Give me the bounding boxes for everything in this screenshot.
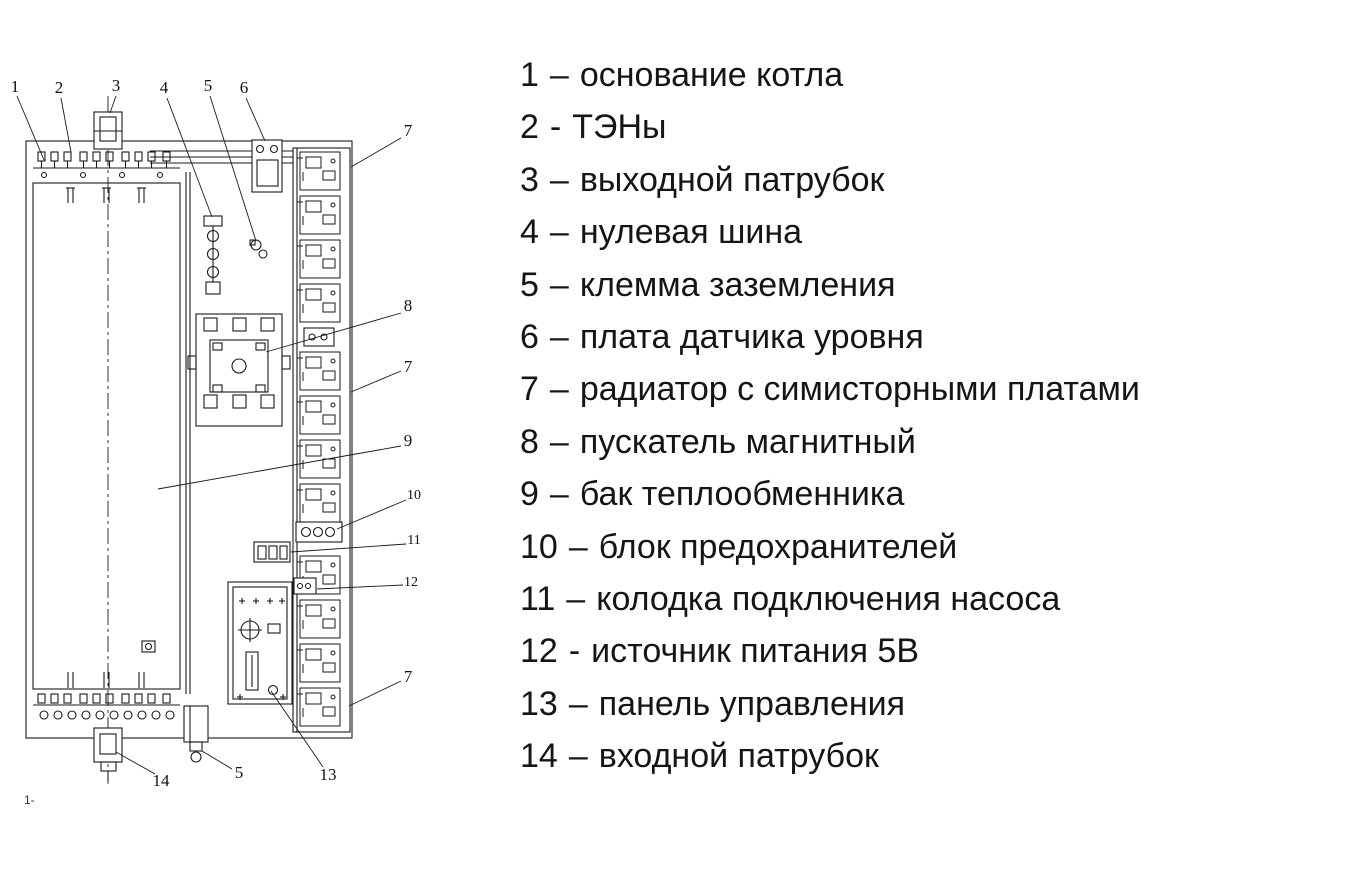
- legend-item-separator: –: [566, 580, 586, 619]
- legend-item-separator: –: [549, 213, 569, 252]
- legend-item-number: 12: [520, 632, 558, 671]
- callout-11: 11: [407, 533, 420, 548]
- legend-item-number: 11: [520, 580, 556, 619]
- callout-6: 6: [240, 78, 249, 97]
- callout-5: 5: [204, 76, 213, 95]
- callout-2: 2: [55, 78, 64, 97]
- magnetic-starter: [187, 313, 291, 427]
- ground-terminal-top: [249, 239, 268, 259]
- legend-item-number: 10: [520, 527, 558, 566]
- legend-item-separator: –: [549, 475, 569, 514]
- boiler-drawing-svg: 1 2 3 4 5 6 7 8 7 9 10 11 12 7 14 5 13: [11, 76, 421, 790]
- legend-item-separator: -: [568, 632, 581, 671]
- input-pipe: [93, 727, 123, 781]
- legend-item-number: 4: [520, 213, 539, 252]
- legend-item-separator: –: [568, 684, 588, 723]
- control-panel: [227, 581, 293, 705]
- legend-item-label: блок предохранителей: [598, 527, 958, 566]
- triac-radiator-column: [292, 147, 351, 733]
- legend-item-separator: –: [549, 265, 569, 304]
- boiler-drawing: 1 2 3 4 5 6 7 8 7 9 10 11 12 7 14 5 13: [0, 0, 470, 892]
- legend-item-number: 1: [520, 56, 539, 94]
- output-pipe: [93, 111, 123, 150]
- callout-14: 14: [153, 771, 171, 790]
- legend-item: 1–основание котла: [520, 49, 1140, 101]
- legend-item-label: входной патрубок: [598, 737, 879, 776]
- legend-item-label: бак теплообменника: [579, 475, 905, 514]
- legend-item: 4–нулевая шина: [520, 206, 1140, 258]
- page-footnote: 1-: [24, 793, 35, 807]
- legend-item: 14–входной патрубок: [520, 730, 1140, 782]
- callout-3: 3: [112, 76, 121, 95]
- fuse-block: [295, 521, 343, 543]
- legend-item-number: 3: [520, 160, 539, 199]
- legend-item: 9–бак теплообменника: [520, 468, 1140, 520]
- legend-item-label: панель управления: [598, 684, 906, 723]
- legend-item-label: выходной патрубок: [579, 160, 885, 199]
- legend-item-label: ТЭНы: [572, 108, 667, 147]
- callout-numbers: 1 2 3 4 5 6 7 8 7 9 10 11 12 7 14 5 13: [11, 76, 421, 790]
- legend-item-separator: –: [549, 56, 569, 94]
- legend-item-label: пускатель магнитный: [579, 422, 916, 461]
- level-sensor-board: [251, 139, 283, 193]
- legend-item-separator: –: [549, 370, 569, 409]
- legend-item: 7–радиатор с симисторными платами: [520, 363, 1140, 415]
- legend-item-label: основание котла: [579, 56, 844, 94]
- heating-elements-bottom: [33, 672, 180, 720]
- legend-item-label: нулевая шина: [579, 213, 803, 252]
- legend-item-number: 5: [520, 265, 539, 304]
- legend-item-number: 13: [520, 684, 558, 723]
- legend-item-separator: –: [549, 318, 569, 357]
- callout-7-bottom: 7: [404, 667, 413, 686]
- legend-item-label: плата датчика уровня: [579, 318, 924, 357]
- leader-lines: [16, 95, 407, 775]
- legend-item: 13–панель управления: [520, 678, 1140, 730]
- legend-item: 8–пускатель магнитный: [520, 416, 1140, 468]
- callout-7-middle: 7: [404, 357, 413, 376]
- callout-9: 9: [404, 431, 413, 450]
- callout-7-top: 7: [404, 121, 413, 140]
- callout-10: 10: [407, 488, 421, 503]
- legend-item-number: 6: [520, 318, 539, 357]
- legend-item-number: 8: [520, 422, 539, 461]
- callout-13: 13: [320, 765, 337, 784]
- neutral-bus: [203, 215, 223, 295]
- legend-item: 3–выходной патрубок: [520, 154, 1140, 206]
- legend-item: 10–блок предохранителей: [520, 521, 1140, 573]
- legend-item: 11–колодка подключения насоса: [520, 573, 1140, 625]
- legend-item: 2-ТЭНы: [520, 101, 1140, 153]
- legend-item-label: источник питания 5В: [591, 632, 920, 671]
- callout-1: 1: [11, 77, 20, 96]
- legend-item-separator: –: [568, 527, 588, 566]
- legend-item: 6–плата датчика уровня: [520, 311, 1140, 363]
- legend-item-number: 14: [520, 737, 558, 776]
- legend-item-number: 9: [520, 475, 539, 514]
- callout-8: 8: [404, 296, 413, 315]
- legend-item-separator: –: [549, 160, 569, 199]
- callout-5-bottom: 5: [235, 763, 244, 782]
- legend-item-label: колодка подключения насоса: [596, 580, 1061, 619]
- legend-item-number: 2: [520, 108, 539, 147]
- legend-item-separator: -: [549, 108, 562, 147]
- heat-exchanger-tank: [32, 96, 191, 784]
- legend-item-label: клемма заземления: [579, 265, 896, 304]
- callout-4: 4: [160, 78, 169, 97]
- legend-item: 5–клемма заземления: [520, 259, 1140, 311]
- pump-connection-block: [253, 541, 291, 563]
- legend-item-separator: –: [549, 422, 569, 461]
- callout-12: 12: [404, 575, 418, 590]
- legend-item: 12-источник питания 5В: [520, 625, 1140, 677]
- heating-elements-top: [33, 151, 180, 203]
- legend-item-label: радиатор с симисторными платами: [579, 370, 1140, 409]
- ground-terminal-bottom: [183, 705, 209, 763]
- power-supply-5v: [293, 577, 317, 595]
- legend-item-separator: –: [568, 737, 588, 776]
- legend: 1–основание котла 2-ТЭНы 3–выходной патр…: [520, 49, 1140, 783]
- legend-item-number: 7: [520, 370, 539, 409]
